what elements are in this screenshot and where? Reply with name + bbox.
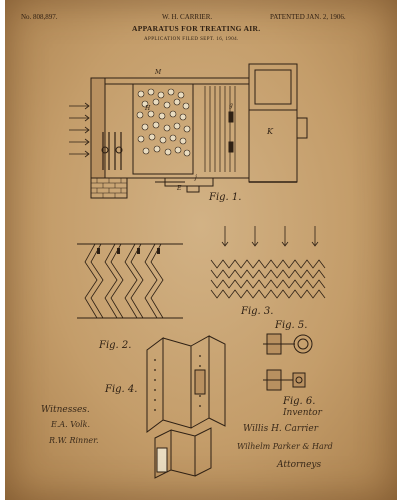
- fig3-label: Fig. 3.: [240, 306, 273, 317]
- application-filed: APPLICATION FILED SEPT. 16, 1904.: [144, 37, 239, 42]
- patent-sheet: No. 808,897. W. H. CARRIER. PATENTED JAN…: [5, 0, 397, 500]
- patent-date: PATENTED JAN. 2, 1906.: [270, 13, 346, 21]
- patent-title: APPARATUS FOR TREATING AIR.: [132, 24, 261, 33]
- patent-drawing: M H g K j E: [69, 63, 326, 479]
- svg-text:M: M: [154, 69, 162, 76]
- witness-2-signature: R.W. Rinner.: [49, 436, 99, 445]
- fig1-labels: M H g K j E: [144, 69, 274, 192]
- inventor-label: Inventor: [283, 408, 322, 418]
- inventor-header: W. H. CARRIER.: [162, 13, 213, 21]
- svg-text:E: E: [176, 185, 182, 192]
- witness-1-signature: E.A. Volk.: [51, 420, 91, 429]
- fig1-apparatus: [69, 63, 308, 199]
- fig5-clip: [263, 333, 313, 355]
- svg-text:H: H: [144, 105, 151, 112]
- fig1-label: Fig. 1.: [208, 192, 241, 203]
- svg-text:K: K: [266, 127, 274, 136]
- attorney-signature: Wilhelm Parker & Hard: [237, 442, 333, 451]
- fig2-eliminator: [77, 243, 183, 319]
- fig6-clip: [263, 369, 306, 391]
- svg-text:j: j: [193, 174, 197, 181]
- patent-number: No. 808,897.: [21, 13, 58, 21]
- fig3-zigzag: [210, 226, 326, 299]
- svg-text:g: g: [229, 102, 233, 109]
- fig4-plates: [146, 335, 226, 479]
- inventor-signature: Willis H. Carrier: [243, 424, 319, 434]
- fig6-label: Fig. 6.: [282, 396, 315, 407]
- fig4-label: Fig. 4.: [104, 384, 137, 395]
- fig2-label: Fig. 2.: [98, 340, 131, 351]
- witnesses-label: Witnesses.: [41, 405, 90, 415]
- fig5-label: Fig. 5.: [274, 320, 307, 331]
- attorneys-label: Attorneys: [277, 460, 322, 470]
